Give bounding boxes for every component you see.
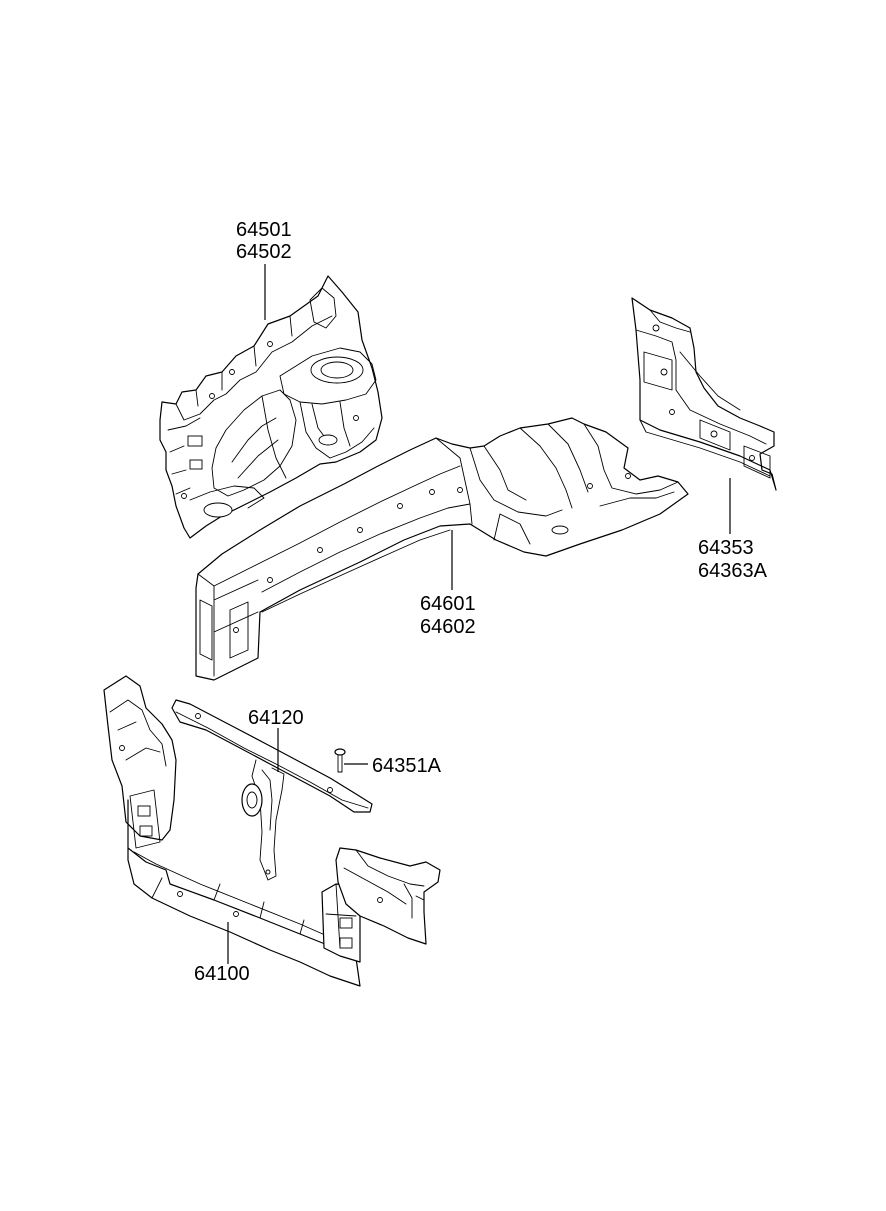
part-number-label: 64351A bbox=[372, 755, 442, 777]
part-number-label: 64602 bbox=[420, 616, 476, 638]
radiator-support-upper-drawing bbox=[171, 699, 373, 881]
fender-apron-drawing bbox=[159, 275, 383, 539]
part-number-label: 64501 bbox=[236, 219, 292, 241]
part-number-label: 64601 bbox=[420, 593, 476, 615]
part-number-label: 64363A bbox=[698, 560, 768, 582]
part-number-label: 64353 bbox=[698, 537, 754, 559]
cowl-side-panel-drawing bbox=[631, 297, 777, 491]
front-side-member-drawing bbox=[195, 417, 689, 681]
part-labels: 64501 64502 64601 64602 64353 64363A 641… bbox=[194, 219, 768, 985]
part-number-label: 64120 bbox=[248, 707, 304, 729]
leader-lines bbox=[227, 264, 731, 964]
radiator-support-assembly-drawing bbox=[103, 675, 441, 987]
bolt-drawing bbox=[334, 748, 346, 773]
part-number-label: 64100 bbox=[194, 963, 250, 985]
part-number-label: 64502 bbox=[236, 241, 292, 263]
